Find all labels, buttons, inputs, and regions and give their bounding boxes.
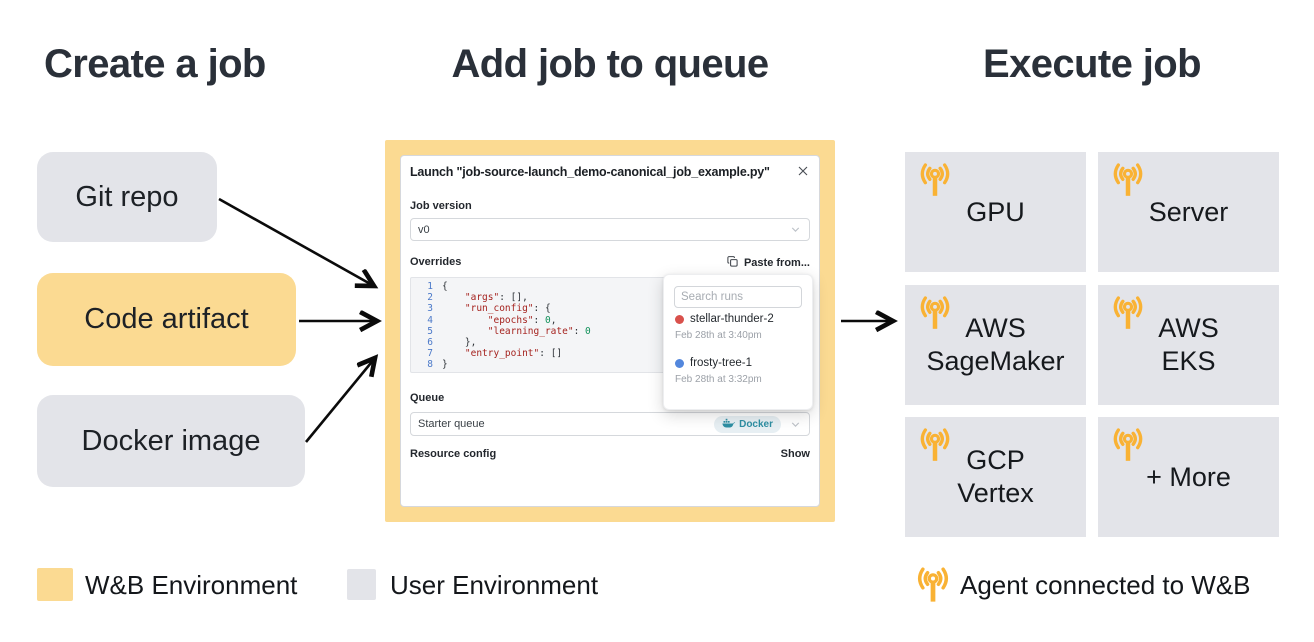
code-line: 8}: [411, 359, 809, 370]
code-line: 4 "epochs": 0,: [411, 315, 809, 326]
source-box-git-repo: Git repo: [37, 152, 217, 242]
create-job-title: Create a job: [44, 42, 266, 86]
agent-antenna-icon: [1108, 425, 1148, 465]
copy-icon: [726, 255, 739, 271]
queue-value: Starter queue: [418, 418, 485, 430]
user-environment-swatch: [347, 569, 376, 600]
line-number: 2: [427, 292, 433, 304]
code-text: "run_config": {: [464, 303, 551, 315]
docker-badge: Docker: [714, 415, 781, 433]
agent-connected-label: Agent connected to W&B: [960, 570, 1251, 600]
job-version-value: v0: [418, 223, 430, 236]
line-number: 1: [427, 281, 433, 292]
chevron-down-icon: [789, 223, 802, 236]
agent-antenna-icon: [915, 160, 955, 200]
code-text: "learning_rate": 0: [487, 325, 591, 337]
overrides-label: Overrides: [410, 256, 462, 268]
queue-select[interactable]: Starter queue Docker: [410, 412, 810, 436]
line-number: 3: [427, 303, 433, 315]
line-number: 7: [427, 348, 433, 360]
code-text: "entry_point": []: [464, 348, 563, 360]
docker-badge-label: Docker: [739, 418, 773, 430]
agent-antenna-icon: [912, 564, 954, 606]
chevron-down-icon: [789, 418, 802, 431]
agent-antenna-icon: [1108, 160, 1148, 200]
code-text: },: [464, 336, 477, 348]
docker-whale-icon: [722, 418, 735, 431]
code-line: 5 "learning_rate": 0: [411, 326, 809, 337]
code-line: 1{: [411, 281, 809, 292]
agent-antenna-icon: [1108, 293, 1148, 333]
add-job-to-queue-title: Add job to queue: [451, 42, 769, 86]
execute-box-label: Vertex: [957, 478, 1034, 508]
source-box-label: Git repo: [75, 180, 179, 213]
source-box-label: Docker image: [81, 424, 261, 457]
run-color-dot: [675, 314, 684, 324]
execute-job-title: Execute job: [983, 42, 1202, 86]
execute-box-label: Server: [1148, 196, 1229, 227]
execute-box-server: Server: [1098, 152, 1279, 272]
execute-box-label: AWS: [965, 313, 1026, 343]
run-timestamp: Feb 28th at 3:40pm: [675, 330, 762, 341]
run-name: stellar-thunder-2: [690, 313, 774, 325]
launch-modal: Launch "job-source-launch_demo-canonical…: [400, 155, 820, 507]
source-box-label: Code artifact: [84, 303, 249, 335]
code-line: 2 "args": [],: [411, 292, 809, 303]
code-line: 3 "run_config": {: [411, 303, 809, 314]
code-text: "epochs": 0,: [487, 314, 557, 326]
source-box-code-artifact: Code artifact: [37, 273, 296, 366]
execute-box-label: GCP: [966, 445, 1025, 475]
run-name: frosty-tree-1: [690, 357, 752, 369]
execute-box-gpu: GPU: [905, 152, 1086, 272]
launch-modal-title: Launch "job-source-launch_demo-canonical…: [410, 165, 770, 179]
job-version-select[interactable]: v0: [410, 218, 810, 241]
run-color-dot: [675, 358, 684, 368]
execute-box-label: AWS: [1158, 313, 1219, 343]
job-version-label: Job version: [410, 200, 472, 212]
line-number: 8: [427, 359, 433, 371]
paste-from-label: Paste from...: [743, 257, 810, 269]
line-number: 6: [427, 336, 433, 348]
code-line: 7 "entry_point": []: [411, 348, 809, 359]
show-button[interactable]: Show: [780, 448, 810, 460]
run-timestamp: Feb 28th at 3:32pm: [675, 374, 762, 385]
search-runs-input[interactable]: [674, 286, 802, 308]
queue-label: Queue: [410, 392, 445, 404]
execute-box-label: GPU: [966, 196, 1025, 227]
resource-config-label: Resource config: [410, 448, 497, 460]
agent-antenna-icon: [915, 293, 955, 333]
wandb-environment-swatch: [37, 568, 73, 601]
execute-box--more: + More: [1098, 417, 1279, 537]
code-text: "args": [],: [464, 292, 528, 304]
execute-box-label: SageMaker: [926, 346, 1065, 376]
code-text: }: [442, 359, 448, 371]
user-environment-label: User Environment: [390, 570, 599, 600]
execute-box-label: EKS: [1161, 346, 1216, 376]
agent-antenna-icon: [915, 425, 955, 465]
line-number: 4: [427, 314, 433, 326]
execute-box-label: + More: [1146, 461, 1231, 492]
code-text: {: [442, 281, 448, 292]
source-box-docker-image: Docker image: [37, 395, 305, 487]
close-icon[interactable]: [795, 163, 811, 179]
code-line: 6 },: [411, 337, 809, 348]
line-number: 5: [427, 325, 433, 337]
wandb-environment-label: W&B Environment: [85, 570, 298, 600]
paste-from-button[interactable]: Paste from...: [726, 255, 810, 271]
